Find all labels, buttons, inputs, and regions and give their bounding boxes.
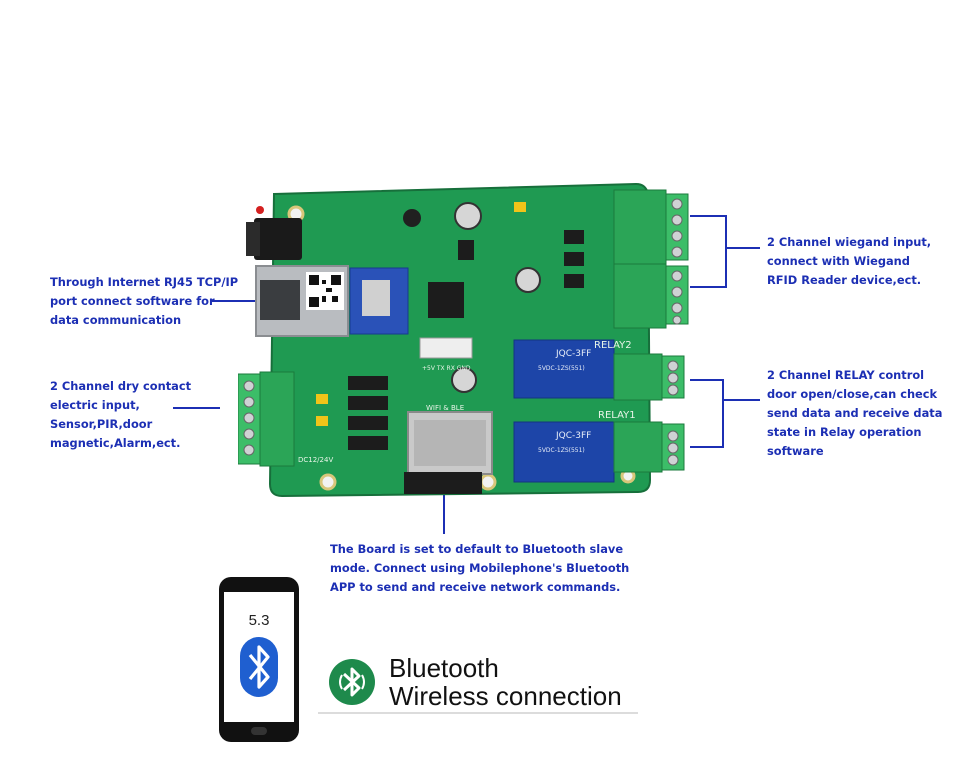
- relay-1-spec: 5VDC-1ZS(551): [538, 447, 585, 454]
- mount-hole: [479, 473, 497, 491]
- ic: [564, 274, 584, 288]
- capacitor: [451, 367, 477, 393]
- dry-contact-callout: 2 Channel dry contact electric input, Se…: [50, 379, 192, 450]
- banner-underline: [318, 712, 638, 714]
- header-block: [404, 472, 482, 494]
- bluetooth-logo-icon: [329, 659, 375, 705]
- home-button: [251, 727, 267, 735]
- optocoupler: [348, 436, 388, 450]
- dry-contact-terminals: [238, 371, 295, 467]
- bluetooth-title: Bluetooth: [389, 653, 499, 683]
- optocoupler: [348, 376, 388, 390]
- relay-terminals: [613, 353, 685, 473]
- network-chip: [362, 280, 390, 316]
- relay-1-model: JQC-3FF: [555, 431, 591, 441]
- optocoupler: [348, 396, 388, 410]
- wiegand-callout: 2 Channel wiegand input, connect with Wi…: [767, 235, 932, 287]
- jumper: [316, 394, 328, 404]
- bluetooth-icon: [240, 637, 278, 697]
- ic: [564, 252, 584, 266]
- uart-header: [419, 337, 473, 359]
- dc-jack: [254, 218, 302, 260]
- mcu-chip: [428, 282, 464, 318]
- relay-2-spec: 5VDC-1ZS(551): [538, 365, 585, 372]
- mount-hole: [319, 473, 337, 491]
- relay-1-label: RELAY1: [598, 410, 636, 421]
- relay-2-label: RELAY2: [594, 340, 632, 351]
- capacitor: [515, 267, 541, 293]
- bluetooth-default-callout: The Board is set to default to Bluetooth…: [330, 542, 630, 594]
- relay-bracket-line: [690, 379, 724, 448]
- relay-2-model: JQC-3FF: [555, 349, 591, 359]
- ic: [458, 240, 474, 260]
- bluetooth-subtitle: Wireless connection: [389, 681, 622, 711]
- mobile-phone: 5.3: [219, 577, 299, 742]
- rj45-callout: Through Internet RJ45 TCP/IP port connec…: [50, 275, 239, 327]
- optocoupler: [348, 416, 388, 430]
- uart-label: +5V TX RX GND: [422, 365, 471, 372]
- relay-callout: 2 Channel RELAY control door open/close,…: [767, 368, 943, 458]
- wifi-ble-label: WIFI & BLE: [426, 404, 464, 412]
- rj45-socket: [260, 280, 300, 320]
- phone-screen: 5.3: [224, 592, 294, 722]
- wiegand-terminals: [613, 189, 689, 329]
- capacitor: [454, 202, 482, 230]
- ic: [564, 230, 584, 244]
- version-label: 5.3: [248, 612, 270, 629]
- controller-board: +5V TX RX GND WIFI & BLE DC12/24V JQC-3F…: [238, 182, 689, 498]
- dc-in-label: DC12/24V: [298, 456, 333, 464]
- wiegand-bracket-line: [690, 215, 727, 288]
- inductor: [403, 209, 421, 227]
- power-led: [256, 206, 264, 214]
- jumper: [316, 416, 328, 426]
- jumper: [514, 202, 526, 212]
- wifi-ble-shield: [414, 420, 486, 466]
- relay-2: [513, 339, 615, 399]
- dc-jack-front: [246, 222, 260, 256]
